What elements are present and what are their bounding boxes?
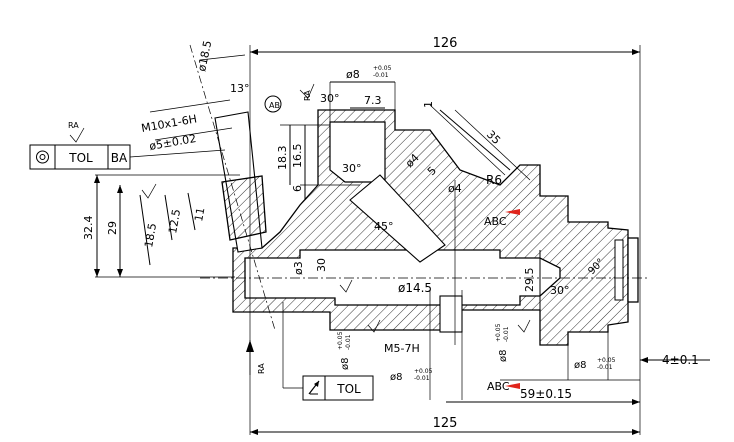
- concentricity-icon: [36, 150, 49, 164]
- dim-thread-m5: M5-7H: [384, 342, 420, 355]
- datum-abc-top: ABC: [484, 215, 507, 228]
- dim-bore-8-right-lower: -0.01: [597, 364, 613, 371]
- dim-bore-8-left-upper: +0.05: [337, 331, 344, 350]
- dim-top-bore-lower: -0.01: [373, 72, 389, 79]
- dimension-lines: [94, 49, 710, 435]
- dim-dia-14-5: ø14.5: [398, 281, 432, 295]
- dim-bore-8-left: ø8: [340, 358, 351, 370]
- datum-ab-label: AB: [269, 101, 280, 110]
- dim-bore-8-mid-lower: -0.01: [503, 326, 510, 342]
- bottom-port: [439, 295, 463, 333]
- dim-12-5: 12.5: [166, 208, 183, 234]
- top-frame-border: [29, 144, 131, 170]
- dim-dia-4-b: ø4: [448, 182, 462, 195]
- dim-angle-13: 13°: [230, 82, 250, 95]
- main-bore: [244, 249, 561, 306]
- dim-angle-30-top: 30°: [320, 92, 340, 105]
- dim-11: 11: [192, 206, 207, 222]
- angled-channel: [349, 174, 446, 263]
- dim-1: 1: [422, 101, 435, 108]
- flange-groove: [614, 239, 624, 301]
- top-pocket: [329, 121, 386, 183]
- dim-top-bore-upper: +0.05: [373, 65, 392, 72]
- datum-arrows: [505, 209, 520, 389]
- dim-7-3: 7.3: [364, 94, 382, 107]
- roughness-symbols: [69, 83, 531, 333]
- dim-126: 126: [433, 36, 458, 51]
- bottom-frame-border: [302, 375, 374, 401]
- top-frame-datum: BA: [111, 151, 128, 165]
- dim-bore-8-right-upper: +0.05: [597, 357, 616, 364]
- dim-angle-45: 45°: [374, 220, 394, 233]
- dim-125: 125: [433, 416, 458, 431]
- part-section: [214, 109, 639, 346]
- dim-bore-8-mid: ø8: [498, 350, 509, 362]
- dim-16-5: 16.5: [291, 144, 304, 169]
- datum-abc-bottom-arrow: [505, 383, 520, 389]
- top-feature-frame: TOL BA: [29, 144, 131, 170]
- dim-pin-dia: ø5±0.02: [148, 132, 197, 153]
- dimension-texts: 126 125 ø18.5 13° M10x1-6H ø5±0.02 AB ø8…: [68, 36, 699, 431]
- construction-lines: [95, 44, 650, 435]
- dim-angle-30-right: 30°: [550, 284, 570, 297]
- dim-30: 30: [315, 258, 328, 272]
- surface-ra-left: RA: [257, 363, 266, 374]
- flange-end: [627, 237, 639, 303]
- dim-angle-30-mid: 30°: [342, 162, 362, 175]
- dim-4-right: 4±0.1: [662, 353, 699, 367]
- dim-29-5: 29.5: [523, 268, 536, 293]
- dim-29: 29: [106, 221, 119, 235]
- dim-bore-8-mid-upper: +0.05: [495, 323, 502, 342]
- dim-35: 35: [484, 128, 503, 147]
- dim-angle-bore-dia: ø18.5: [195, 39, 214, 72]
- dim-6: 6: [291, 185, 304, 192]
- dim-32-4: 32.4: [82, 216, 95, 241]
- bottom-feature-frame: TOL: [302, 375, 374, 401]
- datum-abc-top-arrow: [505, 209, 520, 215]
- dim-bore-8-right: ø8: [574, 360, 586, 371]
- dim-top-bore: ø8: [346, 68, 360, 81]
- dim-thread: M10x1-6H: [140, 112, 198, 135]
- top-frame-tol: TOL: [68, 151, 93, 165]
- datum-abc-bottom: ABC: [487, 380, 510, 393]
- surface-ra-top: RA: [68, 121, 79, 130]
- dim-dia-3: ø3: [292, 261, 305, 275]
- dim-18-3: 18.3: [276, 146, 289, 171]
- dim-bore-8-bottom-upper: +0.05: [414, 368, 433, 375]
- dim-bore-8-bottom-lower: -0.01: [414, 375, 430, 382]
- dim-bore-8-bottom: ø8: [390, 372, 402, 383]
- dim-bore-8-left-lower: -0.01: [345, 334, 352, 350]
- bottom-frame-tol: TOL: [336, 382, 361, 396]
- dim-18-5: 18.5: [142, 222, 159, 248]
- datum-ab-circle: [264, 95, 282, 113]
- dim-r6: R6: [486, 173, 502, 187]
- runout-icon: [308, 380, 320, 395]
- dim-59: 59±0.15: [520, 387, 572, 401]
- surface-ra-pocket: RA: [303, 90, 312, 101]
- inclined-boss-section: [221, 175, 267, 241]
